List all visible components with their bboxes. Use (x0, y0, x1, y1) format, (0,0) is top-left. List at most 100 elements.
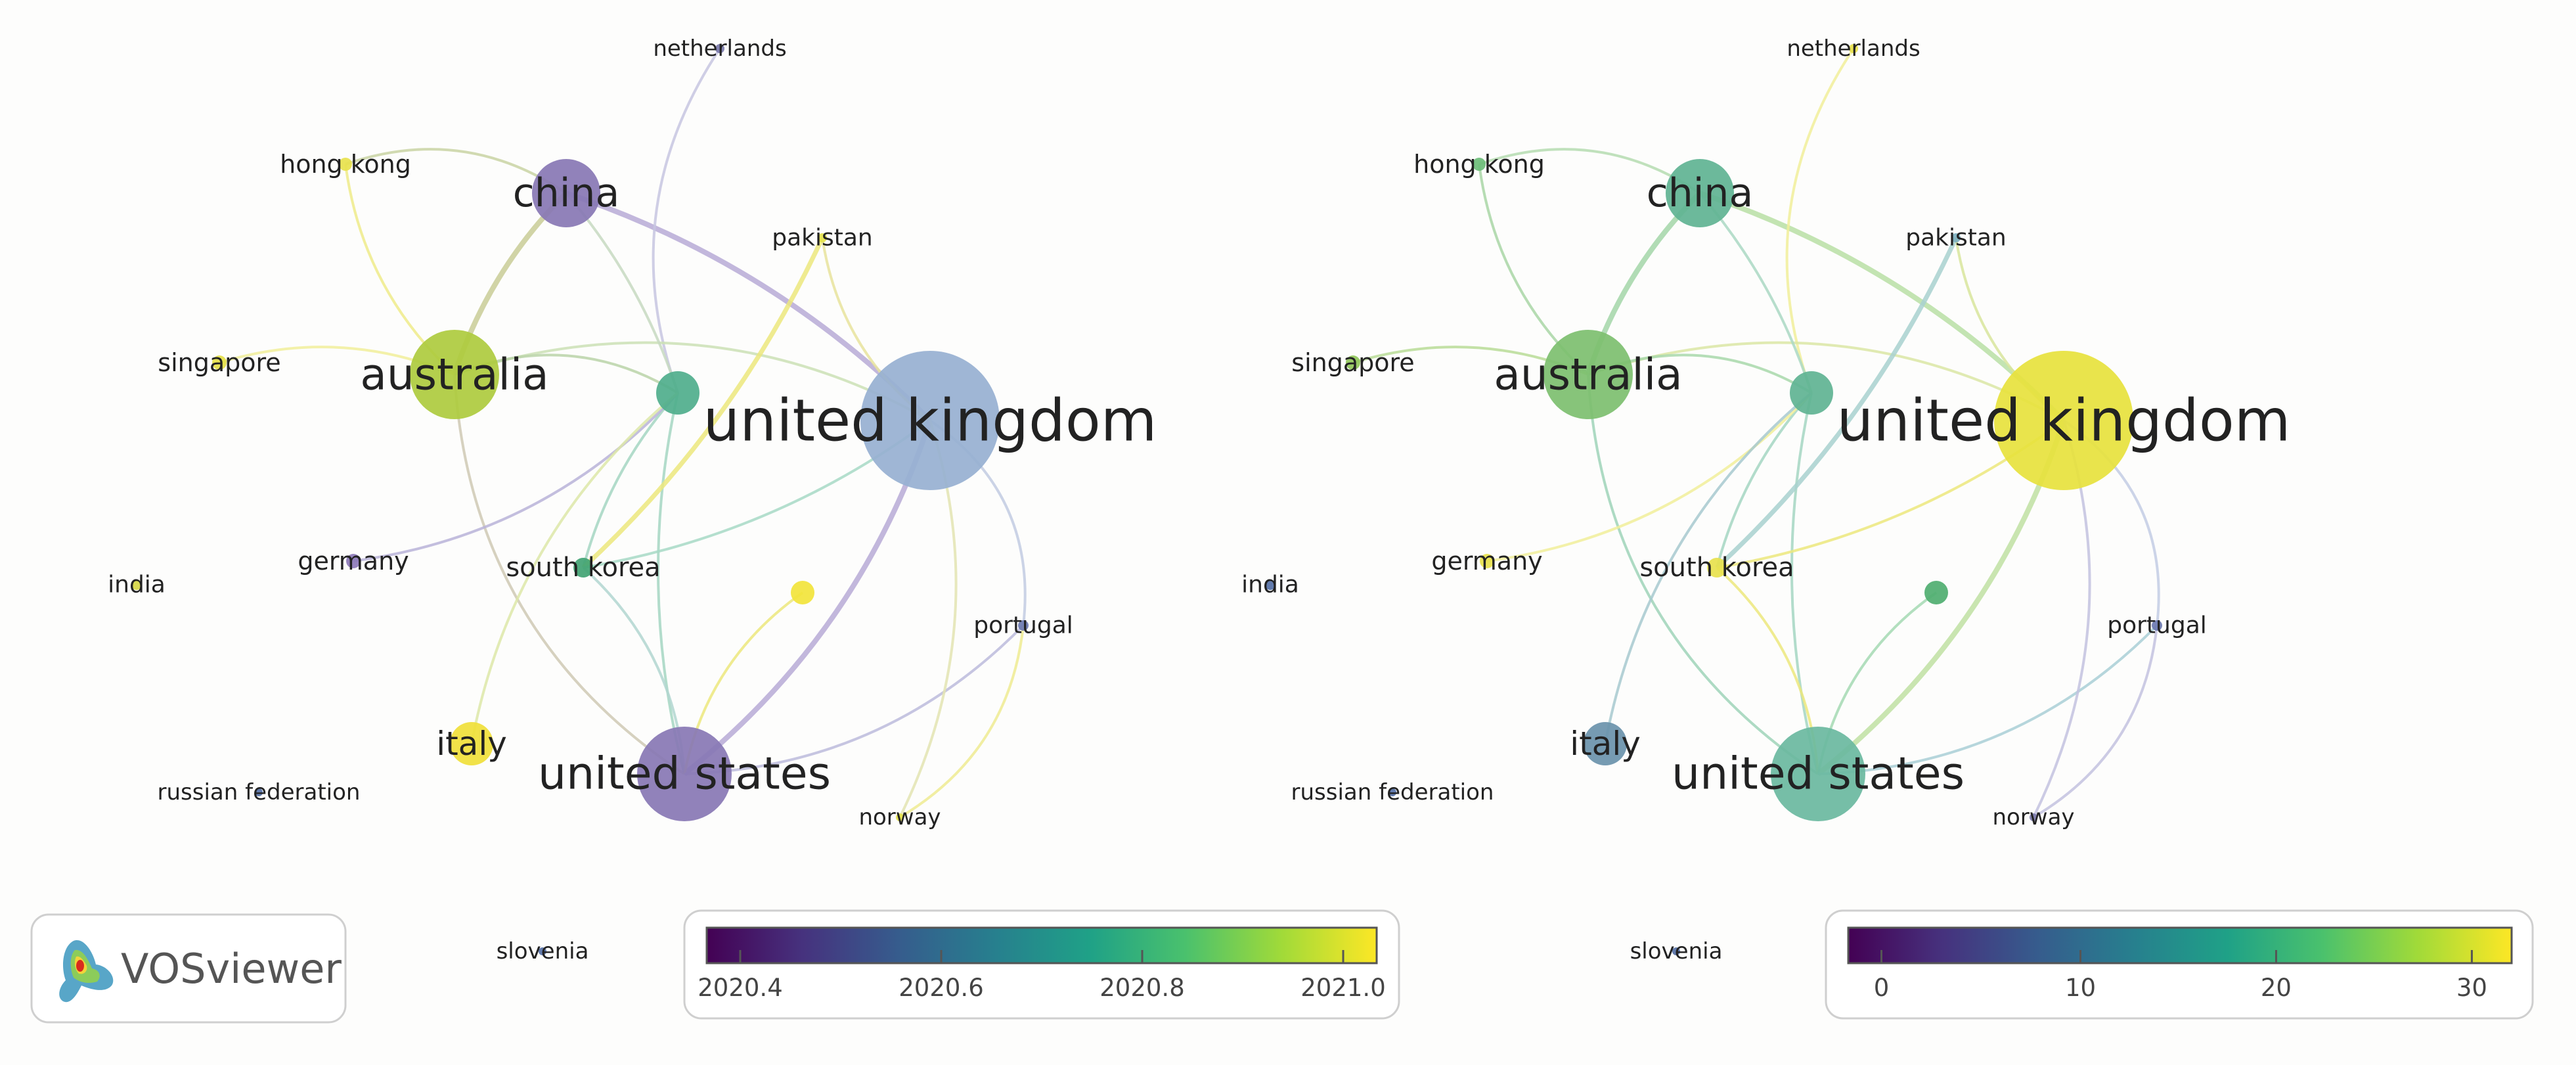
node-united-states[interactable] (637, 727, 732, 821)
edge-portugal-united-states (684, 624, 1025, 775)
node-norway[interactable] (2030, 813, 2037, 821)
node-unlabeled-green[interactable] (656, 371, 700, 415)
node-russian-federation[interactable] (1388, 788, 1396, 796)
node-south-korea[interactable] (573, 558, 593, 578)
node-italy[interactable] (1584, 722, 1627, 765)
node-hong-kong-label: hong kong (1413, 150, 1545, 179)
legend-tick-label: 20 (2261, 974, 2292, 1002)
nodes (1265, 44, 2162, 955)
node-australia[interactable] (1543, 330, 1633, 419)
network-panel-left: netherlands hong kong china pakistan singapo… (108, 35, 1157, 964)
node-united-kingdom[interactable] (1994, 351, 2133, 490)
node-india-label: india (108, 572, 166, 599)
edge-cluster-node-south-korea (1716, 392, 1813, 568)
node-hong-kong-label: hong kong (280, 150, 411, 179)
node-unlabeled-small[interactable] (1924, 581, 1948, 604)
node-china[interactable] (532, 159, 600, 227)
vosviewer-logo-icon (59, 940, 114, 1003)
node-germany[interactable] (346, 554, 361, 568)
node-portugal-label: portugal (973, 612, 1073, 639)
node-slovenia[interactable] (539, 947, 546, 955)
legend-tick-label: 0 (1874, 974, 1890, 1002)
node-russian-federation-label: russian federation (1291, 779, 1494, 805)
node-pakistan[interactable] (1951, 233, 1961, 242)
node-norway-label: norway (858, 804, 941, 830)
legend-tick-label: 2020.4 (698, 974, 782, 1002)
node-singapore-label: singapore (1291, 348, 1414, 377)
edge-portugal-united-states (1817, 624, 2158, 775)
node-china-label: china (513, 170, 619, 216)
node-hong-kong[interactable] (1473, 158, 1486, 171)
node-united-states[interactable] (1771, 727, 1865, 821)
node-portugal[interactable] (2152, 620, 2162, 631)
node-netherlands-label: netherlands (653, 35, 786, 62)
node-china-label: china (1647, 170, 1753, 216)
node-slovenia[interactable] (1672, 947, 1680, 955)
node-india-label: india (1241, 572, 1299, 599)
node-portugal-label: portugal (2107, 612, 2207, 639)
node-united-kingdom-label: united kingdom (1837, 387, 2291, 455)
node-south-korea-label: south korea (506, 553, 660, 583)
node-united-kingdom[interactable] (860, 351, 1000, 490)
node-netherlands-label: netherlands (1787, 35, 1920, 62)
node-india[interactable] (131, 579, 142, 590)
legend-tick-label: 2020.8 (1099, 974, 1184, 1002)
node-singapore-label: singapore (158, 348, 280, 377)
edge-germany-cluster-node (353, 392, 679, 562)
color-legend-left: 2020.4 2020.6 2020.8 2021.0 (683, 909, 1400, 1020)
node-singapore[interactable] (212, 355, 227, 370)
legend-tick-label: 2020.6 (899, 974, 983, 1002)
edge-pakistan-south-korea (581, 237, 825, 570)
node-portugal[interactable] (1018, 620, 1029, 631)
node-australia-label: australia (360, 350, 548, 400)
node-germany[interactable] (1480, 554, 1494, 568)
legend-tick-label: 2021.0 (1300, 974, 1385, 1002)
node-india[interactable] (1265, 579, 1276, 590)
node-united-states-label: united states (1672, 748, 1965, 800)
edge-pakistan-south-korea (1715, 237, 1959, 570)
color-legend-right: 0 10 20 30 (1825, 909, 2534, 1020)
node-unlabeled-green[interactable] (1790, 371, 1833, 415)
node-united-kingdom-label: united kingdom (703, 387, 1157, 455)
node-italy-label: italy (436, 725, 507, 763)
node-netherlands[interactable] (1849, 44, 1858, 53)
node-hong-kong[interactable] (339, 158, 352, 171)
edge-australia-united-states (1587, 374, 1819, 775)
node-australia[interactable] (410, 330, 499, 419)
labels: netherlands hong kong china pakistan singapo… (108, 35, 1157, 964)
nodes (131, 44, 1029, 955)
node-south-korea[interactable] (1707, 558, 1727, 578)
node-pakistan-label: pakistan (772, 225, 873, 252)
logo-frame (30, 913, 347, 1024)
node-slovenia-label: slovenia (1630, 938, 1723, 964)
node-netherlands[interactable] (715, 44, 724, 53)
logo-text: VOSviewer (121, 945, 342, 993)
colorbar (1848, 928, 2512, 963)
node-germany-label: germany (1431, 547, 1542, 576)
vosviewer-logo[interactable]: VOSviewer (30, 913, 347, 1024)
node-russian-federation[interactable] (255, 788, 263, 796)
node-china[interactable] (1666, 159, 1734, 227)
node-pakistan[interactable] (818, 233, 827, 242)
edge-germany-cluster-node (1486, 392, 1813, 562)
colorbar-frame (705, 926, 1378, 964)
edge-norway-portugal (2032, 625, 2158, 819)
node-italy[interactable] (450, 722, 493, 765)
edge-cluster-node-south-korea (582, 392, 679, 568)
colorbar (707, 928, 1377, 963)
node-australia-label: australia (1494, 350, 1682, 400)
edge-australia-united-states (453, 374, 686, 775)
node-singapore[interactable] (1346, 355, 1360, 370)
node-slovenia-label: slovenia (497, 938, 589, 964)
node-south-korea-label: south korea (1639, 553, 1794, 583)
edge-italy-cluster-node (1604, 392, 1813, 744)
node-germany-label: germany (298, 547, 409, 576)
node-unlabeled-small[interactable] (791, 581, 814, 604)
node-norway[interactable] (896, 813, 904, 821)
legend-tick-label: 10 (2065, 974, 2096, 1002)
node-italy-label: italy (1570, 725, 1641, 763)
legend-tick-label: 30 (2456, 974, 2487, 1002)
edge-cluster-node-united-states (657, 392, 686, 775)
